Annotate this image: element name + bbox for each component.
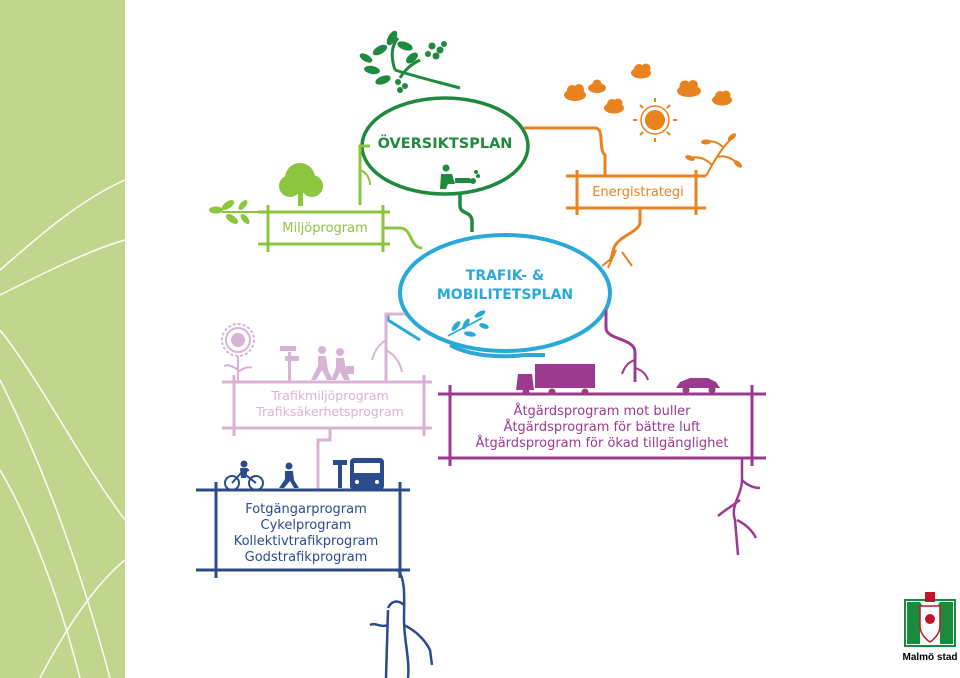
- trafikmiljo-node: Trafikmiljöprogram Trafiksäkerhetsprogra…: [221, 312, 432, 490]
- gang-node: Fotgängarprogram Cykelprogram Kollektivt…: [196, 458, 434, 678]
- flower-icon: [221, 323, 255, 382]
- walker-icon: [279, 462, 299, 488]
- oversiktsplan-node: ÖVERSIKTSPLAN: [359, 30, 530, 232]
- leaves-icon: [359, 30, 418, 85]
- signpost-icon: [280, 346, 299, 382]
- atgard-label-2: Åtgärdsprogram för bättre luft: [504, 419, 701, 435]
- trafikplan-title-line2: MOBILITETSPLAN: [437, 287, 573, 303]
- oversiktsplan-title: ÖVERSIKTSPLAN: [378, 134, 513, 152]
- logo-label: Malmö stad: [902, 652, 957, 663]
- sun-icon: [633, 98, 677, 142]
- car-icon: [676, 378, 720, 394]
- energistrategi-label: Energistrategi: [592, 185, 684, 200]
- miljoprogram-label: Miljöprogram: [282, 221, 368, 236]
- gardener-icon: [440, 164, 480, 189]
- sprout-leaves-icon: [451, 310, 489, 337]
- roots-icon: [717, 458, 761, 556]
- truck-icon: [516, 364, 595, 396]
- gang-label-2: Cykelprogram: [261, 518, 352, 533]
- cloud-icons: [564, 63, 732, 114]
- trafikplan-title-line1: TRAFIK- &: [466, 268, 544, 284]
- energistrategi-node: Energistrategi: [524, 63, 743, 269]
- sidebar-panel: [0, 0, 126, 678]
- berries-icon: [395, 41, 447, 93]
- bus-stop-icon: [333, 460, 347, 488]
- gang-label-3: Kollektivtrafikprogram: [234, 534, 379, 549]
- trafikmiljo-label-2: Trafiksäkerhetsprogram: [255, 404, 404, 419]
- gang-label-1: Fotgängarprogram: [245, 502, 367, 517]
- pedestrians-icon: [311, 346, 354, 380]
- trafikmiljo-label-1: Trafikmiljöprogram: [270, 388, 388, 403]
- leaf-branch-icon: [209, 200, 258, 224]
- tree-branch-icon: [390, 37, 461, 90]
- tree-icon: [279, 163, 323, 206]
- malmo-logo: Malmö stad: [902, 592, 958, 663]
- miljoprogram-node: Miljöprogram: [209, 144, 423, 252]
- trafikplan-node: TRAFIK- & MOBILITETSPLAN: [386, 233, 612, 359]
- navy-roots-icon: [369, 569, 434, 678]
- bus-icon: [350, 458, 384, 490]
- gang-label-4: Godstrafikprogram: [245, 550, 368, 565]
- atgard-node: Åtgärdsprogram mot buller Åtgärdsprogram…: [438, 310, 766, 556]
- atgard-label-3: Åtgärdsprogram för ökad tillgänglighet: [475, 435, 728, 451]
- atgard-label-1: Åtgärdsprogram mot buller: [514, 403, 692, 419]
